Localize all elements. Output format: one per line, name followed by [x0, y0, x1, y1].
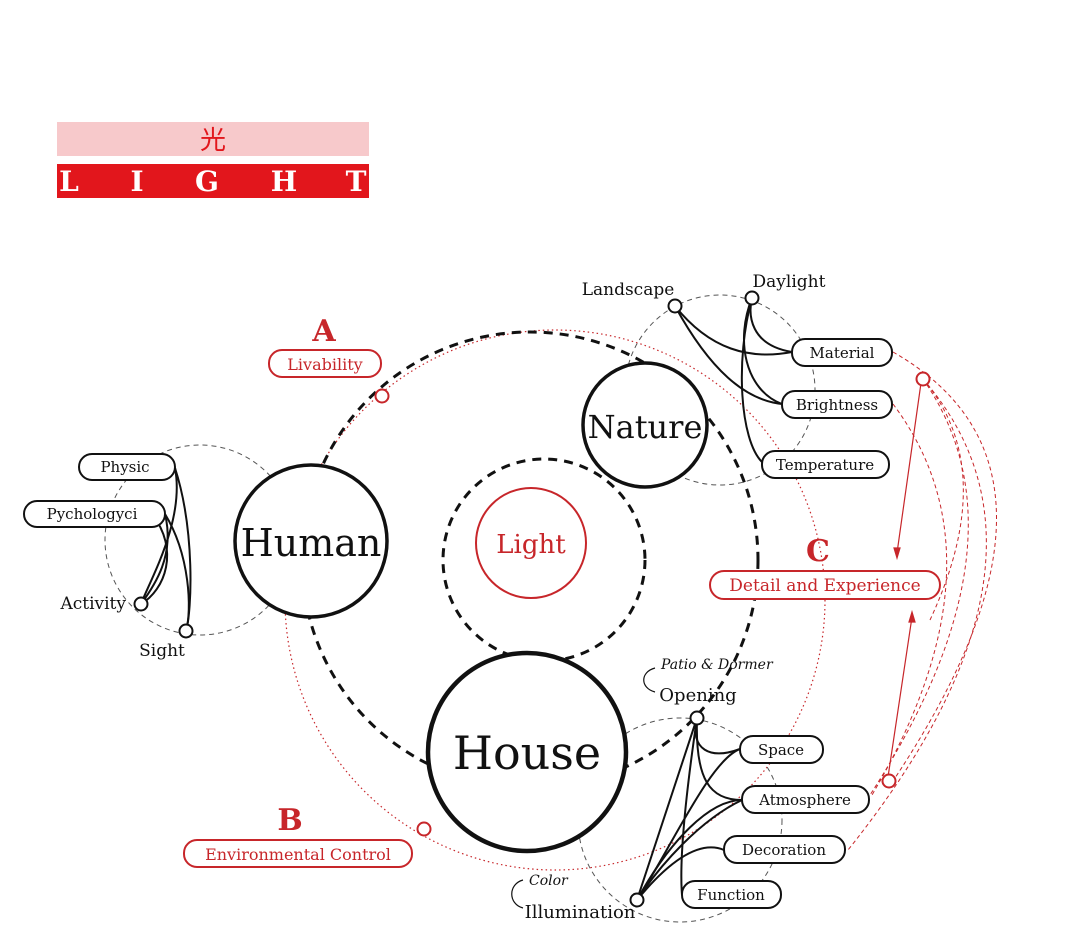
arrow-to-c-lower [887, 616, 913, 778]
opening-point [689, 710, 705, 726]
landscape-point [667, 298, 683, 314]
orbit-marker-a [374, 388, 390, 404]
material-label: Material [810, 344, 875, 362]
theme-a-letter: A [311, 314, 336, 349]
logo-kanji: 光 [200, 126, 226, 156]
illumination-label: Illumination [525, 902, 636, 923]
light-core [475, 487, 587, 599]
theme-c-pill [709, 570, 941, 600]
daylight-point [744, 290, 760, 306]
logo-band-light [57, 122, 369, 156]
detail-marker-lower [881, 773, 897, 789]
human-connectors [140, 467, 192, 632]
arrow-to-c [896, 382, 922, 554]
house-hub [425, 650, 629, 854]
temperature-node [761, 450, 890, 479]
house-hub-label: House [453, 726, 601, 780]
logo-letter: T [346, 165, 367, 198]
theme-a-label: Livability [287, 355, 362, 374]
theme-c-label: Detail and Experience [729, 576, 920, 596]
logo-letter: I [130, 165, 143, 198]
psychology-node [23, 500, 166, 528]
brightness-label: Brightness [796, 396, 878, 414]
physic-label: Physic [100, 458, 149, 476]
link-material [892, 351, 997, 782]
function-label: Function [697, 886, 765, 904]
illumination-point [629, 892, 645, 908]
function-node [681, 880, 782, 909]
theme-b-label: Environmental Control [205, 845, 391, 864]
human-hub-label: Human [241, 521, 382, 565]
sight-point [178, 623, 194, 639]
atmosphere-label: Atmosphere [758, 791, 851, 809]
nature-hub [581, 361, 709, 489]
material-node [791, 338, 893, 367]
temperature-label: Temperature [776, 456, 874, 474]
color-label: Color [529, 873, 569, 889]
activity-point [133, 596, 149, 612]
detail-links [847, 351, 997, 851]
human-hub [233, 463, 389, 619]
atmosphere-node [741, 785, 870, 814]
patio-label: Patio & Dormer [660, 657, 774, 673]
sight-label: Sight [139, 641, 185, 661]
arrow-head [893, 547, 901, 561]
theme-c-letter: C [806, 534, 830, 569]
decoration-node [723, 835, 846, 864]
landscape-label: Landscape [582, 280, 675, 300]
center-label: Light [496, 530, 566, 560]
opening-label: Opening [659, 685, 736, 706]
psychology-label: Pychologyci [47, 505, 138, 523]
detail-marker-upper [915, 371, 931, 387]
link-material-c [922, 378, 964, 621]
house-connectors [636, 717, 743, 901]
daylight-label: Daylight [753, 272, 826, 292]
activity-label: Activity [59, 594, 126, 614]
nature-hub-label: Nature [588, 408, 703, 446]
logo-letter: H [271, 165, 297, 198]
link-material-b [869, 378, 969, 796]
orbit-marker-b [416, 821, 432, 837]
theme-a-pill [268, 349, 382, 378]
logo-band-dark [57, 164, 369, 198]
logo-letter: G [195, 165, 219, 198]
theme-b-pill [183, 839, 413, 868]
space-label: Space [758, 741, 804, 759]
arrow-head [908, 609, 916, 623]
space-node [739, 735, 824, 764]
light-logo: 光 L I G H T [57, 122, 369, 198]
inner-dashed-orbit [441, 457, 647, 663]
decoration-label: Decoration [742, 841, 826, 859]
link-decoration [847, 378, 987, 851]
logo-letter: L [59, 165, 79, 198]
color-bracket [511, 879, 524, 909]
brightness-node [781, 390, 893, 419]
physic-node [78, 453, 176, 481]
link-brightness [871, 403, 948, 796]
theme-b-letter: B [277, 803, 302, 838]
detail-arrows [887, 382, 922, 778]
patio-bracket [643, 667, 656, 693]
